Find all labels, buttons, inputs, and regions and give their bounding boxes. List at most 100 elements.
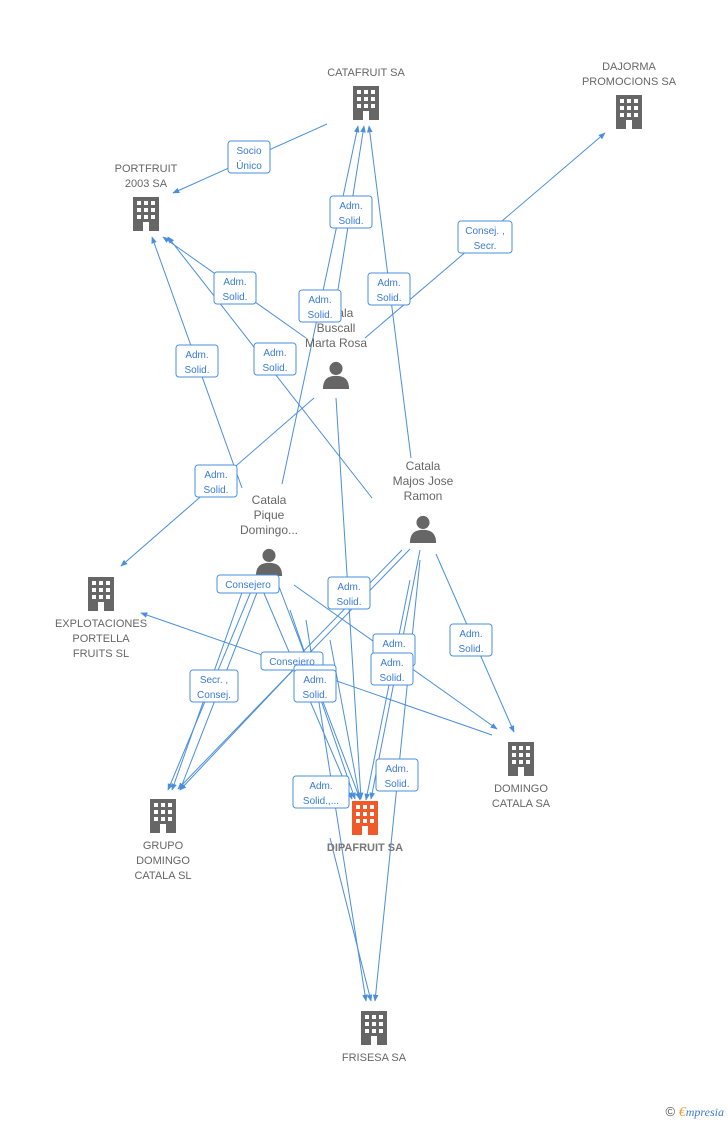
person-icon xyxy=(322,361,350,389)
edge-label-box xyxy=(213,271,257,305)
building-icon xyxy=(616,95,642,129)
person-icon xyxy=(409,515,437,543)
edge-label-6[interactable]: Adm.Solid. xyxy=(253,342,297,376)
building-icon xyxy=(133,197,159,231)
edge-label-4[interactable]: Adm.Solid. xyxy=(298,289,342,323)
edge-label-15[interactable]: Adm. Solid. xyxy=(370,652,414,686)
node-label: CATALA SL xyxy=(134,870,191,882)
edge-label-box xyxy=(375,758,419,792)
edge-label-text: Secr. xyxy=(474,241,497,252)
node-label: Catala xyxy=(406,459,441,473)
node-frisesa[interactable]: FRISESA SA xyxy=(342,1011,407,1064)
edge-label-text: Solid. xyxy=(458,644,483,655)
empresia-logo[interactable]: €mpresia xyxy=(678,1105,724,1120)
edge-label-1[interactable]: Consej. ,Secr. xyxy=(457,220,513,254)
edge-label-10[interactable]: Adm.Solid. xyxy=(327,576,371,610)
building-icon xyxy=(150,799,176,833)
node-catafruit[interactable]: CATAFRUIT SA xyxy=(327,67,405,120)
edge-label-text: Adm. xyxy=(309,781,332,792)
edge-label-box xyxy=(327,576,371,610)
edge-label-box xyxy=(370,652,414,686)
edge-label-text: Adm. xyxy=(303,675,326,686)
node-label: GRUPO xyxy=(143,840,184,852)
node-label: DOMINGO xyxy=(136,855,190,867)
node-label: FRUITS SL xyxy=(73,648,129,660)
node-label: CATAFRUIT SA xyxy=(327,67,405,79)
edge-label-18[interactable]: Adm.Solid.,... xyxy=(292,775,350,809)
building-icon xyxy=(352,801,378,835)
edge-label-5[interactable]: Adm. Solid. xyxy=(213,271,257,305)
edge-label-12[interactable]: Secr. , Consej. xyxy=(189,669,239,703)
edge-label-text: Solid. xyxy=(379,673,404,684)
edge-label-3[interactable]: Adm.Solid. xyxy=(367,272,411,306)
edge-label-text: Solid. xyxy=(222,292,247,303)
edge-label-text: Solid. xyxy=(184,365,209,376)
edge-label-box xyxy=(457,220,513,254)
node-pique[interactable]: CatalaPiqueDomingo... xyxy=(240,493,298,576)
node-explotaciones[interactable]: EXPLOTACIONES PORTELLA FRUITS SL xyxy=(55,577,147,660)
edge-label-text: Adm. xyxy=(385,764,408,775)
edge-label-text: Adm. xyxy=(380,658,403,669)
edge-label-box xyxy=(367,272,411,306)
node-label: Majos Jose xyxy=(393,474,454,488)
building-icon xyxy=(88,577,114,611)
node-label: Marta Rosa xyxy=(305,336,367,350)
node-label: EXPLOTACIONES xyxy=(55,618,147,630)
edge-label-text: Adm. xyxy=(339,201,362,212)
edge-label-19[interactable]: Adm. Solid. xyxy=(375,758,419,792)
edge-label-text: Adm. xyxy=(185,350,208,361)
edge-label-box xyxy=(449,623,493,657)
edge-label-11[interactable]: Adm.Solid. xyxy=(449,623,493,657)
node-label: Domingo... xyxy=(240,523,298,537)
node-label: DOMINGO xyxy=(494,783,548,795)
edge-label-text: Adm. xyxy=(382,639,405,650)
node-label: DAJORMA xyxy=(602,61,656,73)
edge-label-7[interactable]: Adm. Solid. xyxy=(175,344,219,378)
edge-label-text: Adm. xyxy=(204,470,227,481)
edge-label-2[interactable]: Adm.Solid. xyxy=(329,195,373,229)
node-label: PROMOCIONS SA xyxy=(582,76,677,88)
edge-label-text: Secr. , xyxy=(200,675,228,686)
edge-label-text: Solid. xyxy=(302,690,327,701)
building-icon xyxy=(361,1011,387,1045)
edge-label-box xyxy=(189,669,239,703)
node-dipafruit[interactable]: DIPAFRUIT SA xyxy=(327,801,403,854)
edge-label-text: Consej. xyxy=(197,690,231,701)
edge-label-text: Adm. xyxy=(377,278,400,289)
edge-label-8[interactable]: Adm.Solid. xyxy=(194,464,238,498)
edge-label-box xyxy=(292,775,350,809)
building-icon xyxy=(508,742,534,776)
node-label: DIPAFRUIT SA xyxy=(327,842,403,854)
edge-label-box xyxy=(293,669,337,703)
node-label: Buscall xyxy=(317,321,356,335)
edge-label-9[interactable]: Consejero xyxy=(216,574,280,594)
node-grupo[interactable]: GRUPO DOMINGO CATALA SL xyxy=(134,799,192,882)
edge-label-text: Consejero xyxy=(269,657,315,668)
node-label: Pique xyxy=(254,508,285,522)
edge-label-box xyxy=(227,140,271,174)
edge-label-text: Adm. xyxy=(223,277,246,288)
edge-label-box xyxy=(175,344,219,378)
person-icon xyxy=(255,548,283,576)
node-label: FRISESA SA xyxy=(342,1052,407,1064)
edge-line-frisesa-0 xyxy=(329,837,373,1002)
edge-label-box xyxy=(194,464,238,498)
edge-line-extra-3 xyxy=(289,609,356,800)
node-label: PORTELLA xyxy=(72,633,130,645)
edge-label-text: Solid. xyxy=(307,310,332,321)
building-icon xyxy=(353,86,379,120)
edge-label-box xyxy=(329,195,373,229)
edge-label-17[interactable]: Adm. Solid. xyxy=(293,669,337,703)
edge-line-extra-5 xyxy=(364,579,411,801)
edge-label-box xyxy=(253,342,297,376)
edge-label-text: Solid. xyxy=(384,779,409,790)
edge-label-text: Solid. xyxy=(336,597,361,608)
node-label: Catala xyxy=(252,493,287,507)
edge-label-text: Solid. xyxy=(262,363,287,374)
node-dajorma[interactable]: DAJORMA PROMOCIONS SA xyxy=(582,61,677,129)
